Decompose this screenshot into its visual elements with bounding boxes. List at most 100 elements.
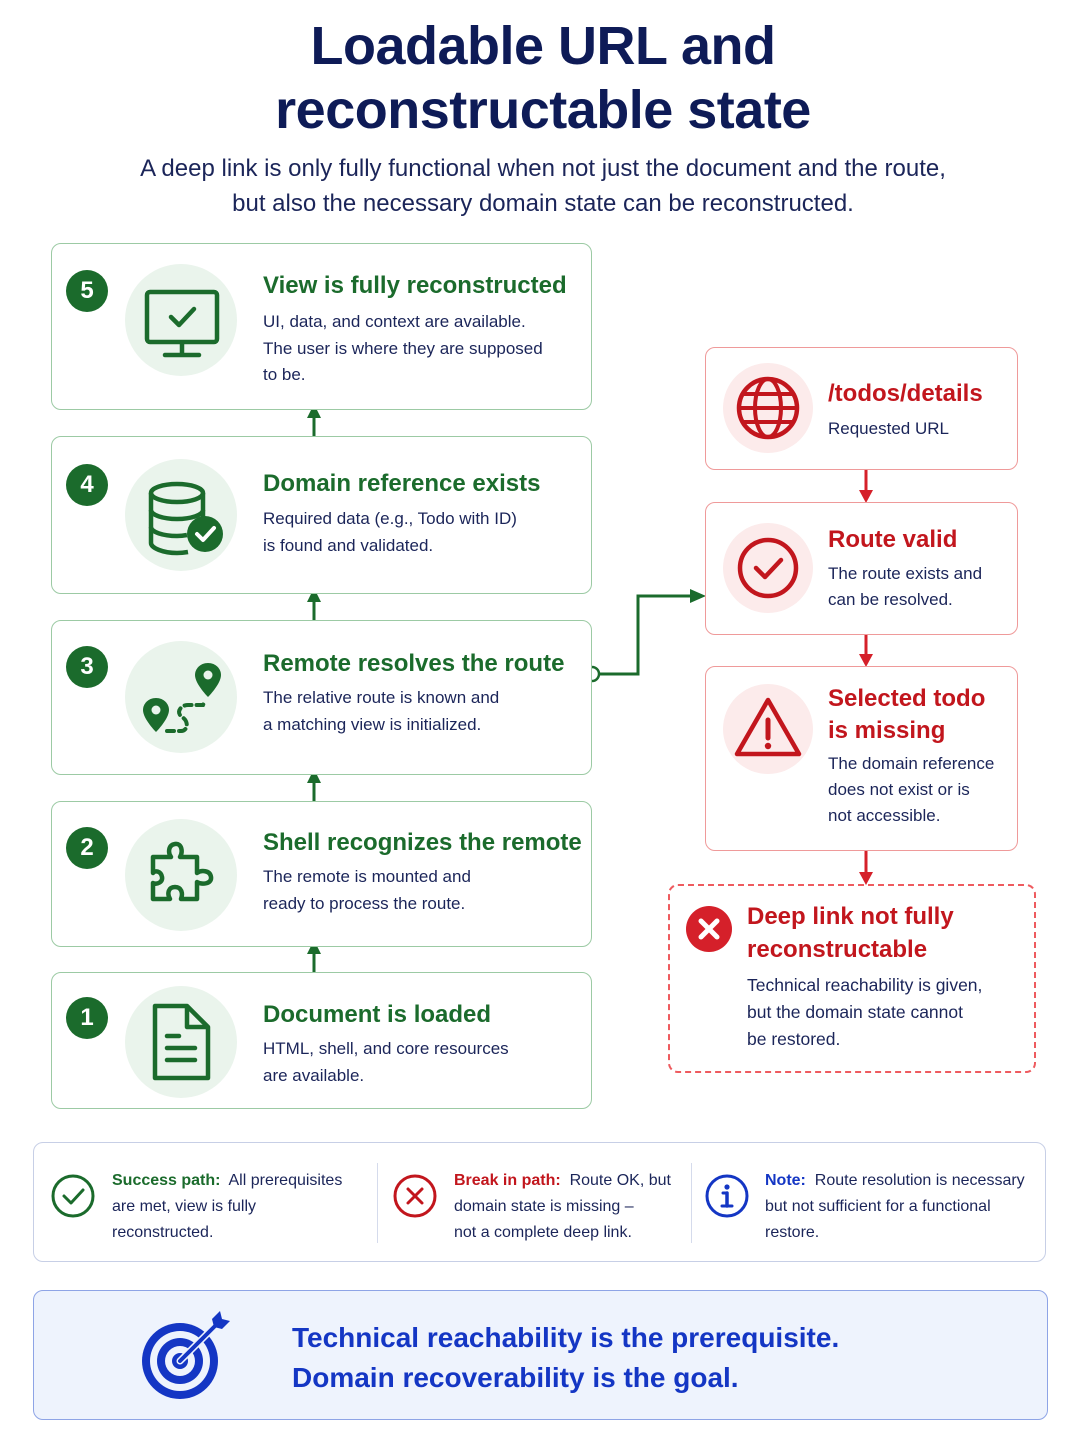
legend-item-break: Break in path: Route OK, but domain stat… <box>378 1143 691 1263</box>
step-description: Required data (e.g., Todo with ID) is fo… <box>263 506 583 559</box>
step-description: UI, data, and context are available. The… <box>263 309 583 389</box>
legend-line: domain state is missing – <box>454 1198 634 1215</box>
legend-line: Route OK, but <box>569 1172 671 1189</box>
goal-message: Technical reachability is the prerequisi… <box>292 1318 839 1398</box>
database-check-icon <box>125 459 237 571</box>
result-heading: Deep link not fully reconstructable <box>747 900 954 966</box>
step-number-badge: 2 <box>66 827 108 869</box>
result-heading-line: Deep link not fully <box>747 903 954 930</box>
check-circle-icon <box>723 523 813 613</box>
failure-description-line: not accessible. <box>828 806 941 825</box>
failure-description-line: can be resolved. <box>828 590 953 609</box>
puzzle-icon <box>125 819 237 931</box>
step-card-5: 5 View is fully reconstructed UI, data, … <box>51 243 592 410</box>
goal-line: Domain recoverability is the goal. <box>292 1362 739 1393</box>
target-arrow-icon <box>134 1305 234 1405</box>
failure-heading-line: /todos/details <box>828 380 983 407</box>
step-heading: Domain reference exists <box>263 470 541 497</box>
legend-label: Break in path: <box>454 1172 561 1189</box>
legend-line: reconstructed. <box>112 1224 214 1241</box>
failure-heading-line: Route valid <box>828 526 958 553</box>
title-line: Loadable URL and <box>310 16 776 76</box>
step-heading: Remote resolves the route <box>263 650 565 677</box>
page-title: Loadable URL and reconstructable state <box>0 14 1086 142</box>
step-number-badge: 5 <box>66 270 108 312</box>
legend-line: Route resolution is necessary <box>814 1172 1025 1189</box>
route-pins-icon <box>125 641 237 753</box>
step-description-line: The relative route is known and <box>263 688 500 707</box>
legend-item-success: Success path: All prerequisites are met,… <box>34 1143 377 1263</box>
failure-heading: /todos/details <box>828 378 983 410</box>
result-description-line: Technical reachability is given, <box>747 975 983 995</box>
result-description-line: be restored. <box>747 1029 841 1049</box>
failure-card-requested-url: /todos/details Requested URL <box>705 347 1018 470</box>
step-description: HTML, shell, and core resources are avai… <box>263 1036 583 1089</box>
step-description-line: to be. <box>263 365 306 384</box>
x-circle-icon <box>686 906 732 952</box>
failure-heading-line: Selected todo <box>828 685 986 712</box>
step-description-line: The remote is mounted and <box>263 867 471 886</box>
legend-line: not a complete deep link. <box>454 1224 632 1241</box>
failure-description: Requested URL <box>828 416 949 442</box>
step-number-badge: 1 <box>66 997 108 1039</box>
page-subtitle: A deep link is only fully functional whe… <box>60 151 1026 221</box>
legend-label: Note: <box>765 1172 806 1189</box>
step-description-line: HTML, shell, and core resources <box>263 1039 509 1058</box>
legend-divider <box>691 1163 692 1243</box>
title-line: reconstructable state <box>275 80 811 140</box>
warning-icon <box>723 684 813 774</box>
step-description-line: The user is where they are supposed <box>263 338 543 358</box>
legend: Success path: All prerequisites are met,… <box>33 1142 1046 1262</box>
step-description-line: Required data (e.g., Todo with ID) <box>263 509 517 528</box>
legend-divider <box>377 1163 378 1243</box>
result-heading-line: reconstructable <box>747 936 928 963</box>
failure-card-route-valid: Route valid The route exists and can be … <box>705 502 1018 635</box>
break-x-icon <box>392 1173 438 1219</box>
step-description-line: ready to process the route. <box>263 893 466 913</box>
legend-item-note: Note: Route resolution is necessary but … <box>692 1143 1045 1263</box>
legend-line: restore. <box>765 1224 820 1241</box>
failure-heading: Selected todo is missing <box>828 683 985 747</box>
step-card-3: 3 Remote resolves the route The relative… <box>51 620 592 775</box>
branch-to-failure-path <box>600 594 692 676</box>
legend-line: are met, view is fully <box>112 1198 257 1215</box>
failure-card-todo-missing: Selected todo is missing The domain refe… <box>705 666 1018 851</box>
legend-label: Success path: <box>112 1172 221 1189</box>
failure-description: The route exists and can be resolved. <box>828 561 982 613</box>
result-description-line: but the domain state cannot <box>747 1002 963 1022</box>
legend-text: Note: Route resolution is necessary but … <box>765 1168 1025 1246</box>
failure-description: The domain reference does not exist or i… <box>828 751 994 829</box>
step-card-1: 1 Document is loaded HTML, shell, and co… <box>51 972 592 1109</box>
step-card-4: 4 Domain reference exists Required data … <box>51 436 592 594</box>
step-description: The remote is mounted and ready to proce… <box>263 864 583 917</box>
subtitle-line: A deep link is only fully functional whe… <box>140 155 946 182</box>
failure-description-line: does not exist or is <box>828 780 970 799</box>
step-heading: Document is loaded <box>263 1001 492 1028</box>
success-check-icon <box>50 1173 96 1219</box>
result-box: Deep link not fully reconstructable Tech… <box>668 884 1036 1073</box>
subtitle-line: but also the necessary domain state can … <box>232 190 854 217</box>
step-description-line: a matching view is initialized. <box>263 714 482 734</box>
step-description: The relative route is known and a matchi… <box>263 685 583 738</box>
step-heading: Shell recognizes the remote <box>263 829 582 856</box>
info-icon <box>704 1173 750 1219</box>
step-description-line: are available. <box>263 1065 365 1085</box>
monitor-check-icon <box>125 264 237 376</box>
step-description-line: UI, data, and context are available. <box>263 312 526 331</box>
failure-heading-line: is missing <box>828 717 946 744</box>
step-card-2: 2 Shell recognizes the remote The remote… <box>51 801 592 947</box>
document-icon <box>125 986 237 1098</box>
goal-line: Technical reachability is the prerequisi… <box>292 1322 840 1353</box>
failure-description-line: The domain reference <box>828 754 995 773</box>
failure-heading: Route valid <box>828 524 957 556</box>
failure-description-line: Requested URL <box>828 419 949 438</box>
step-description-line: is found and validated. <box>263 535 434 555</box>
step-number-badge: 4 <box>66 464 108 506</box>
result-description: Technical reachability is given, but the… <box>747 972 982 1053</box>
step-number-badge: 3 <box>66 646 108 688</box>
globe-icon <box>723 363 813 453</box>
legend-text: Break in path: Route OK, but domain stat… <box>454 1168 671 1246</box>
goal-banner: Technical reachability is the prerequisi… <box>33 1290 1048 1420</box>
legend-line: but not sufficient for a functional <box>765 1198 991 1215</box>
legend-line: All prerequisites <box>228 1172 343 1189</box>
